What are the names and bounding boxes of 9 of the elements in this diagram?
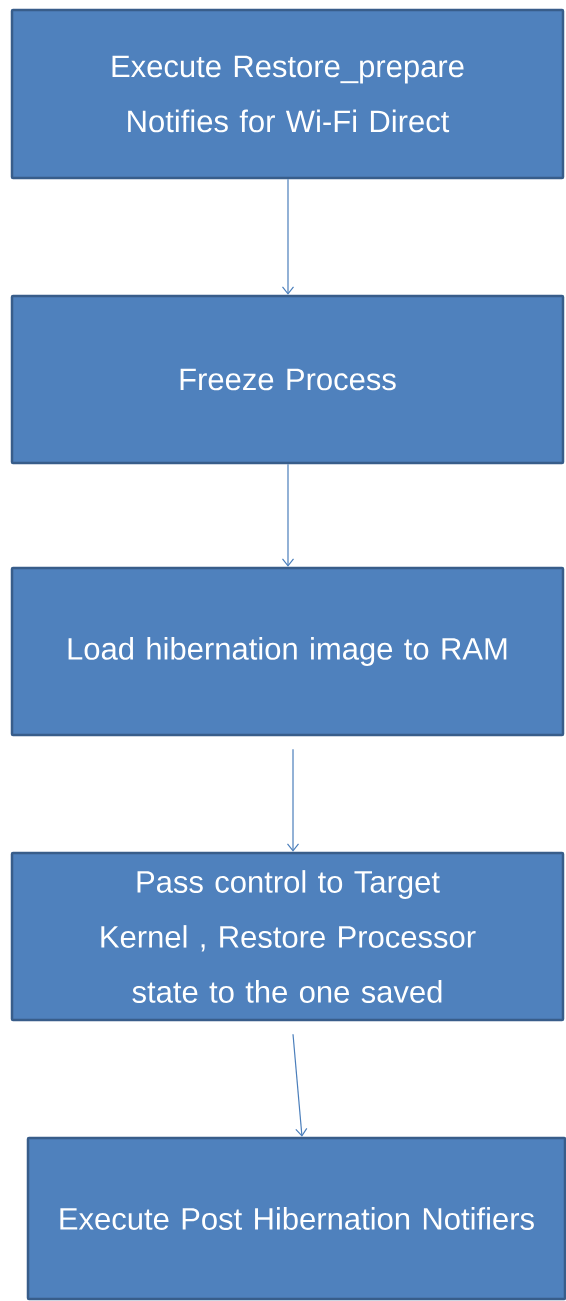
process-box: Freeze Process — [10, 294, 565, 465]
arrow — [286, 748, 300, 852]
arrow — [281, 463, 295, 567]
process-box: Execute Restore_prepare Notifies for Wi-Fi Direct — [10, 8, 565, 180]
process-box: Load hibernation image to RAM — [10, 566, 565, 737]
process-box: Execute Post Hibernation Notifiers — [26, 1136, 566, 1301]
arrow — [281, 178, 295, 295]
process-box: Pass control to Target Kernel , Restore Processor state to the one saved — [10, 851, 565, 1022]
arrow — [292, 1033, 308, 1137]
